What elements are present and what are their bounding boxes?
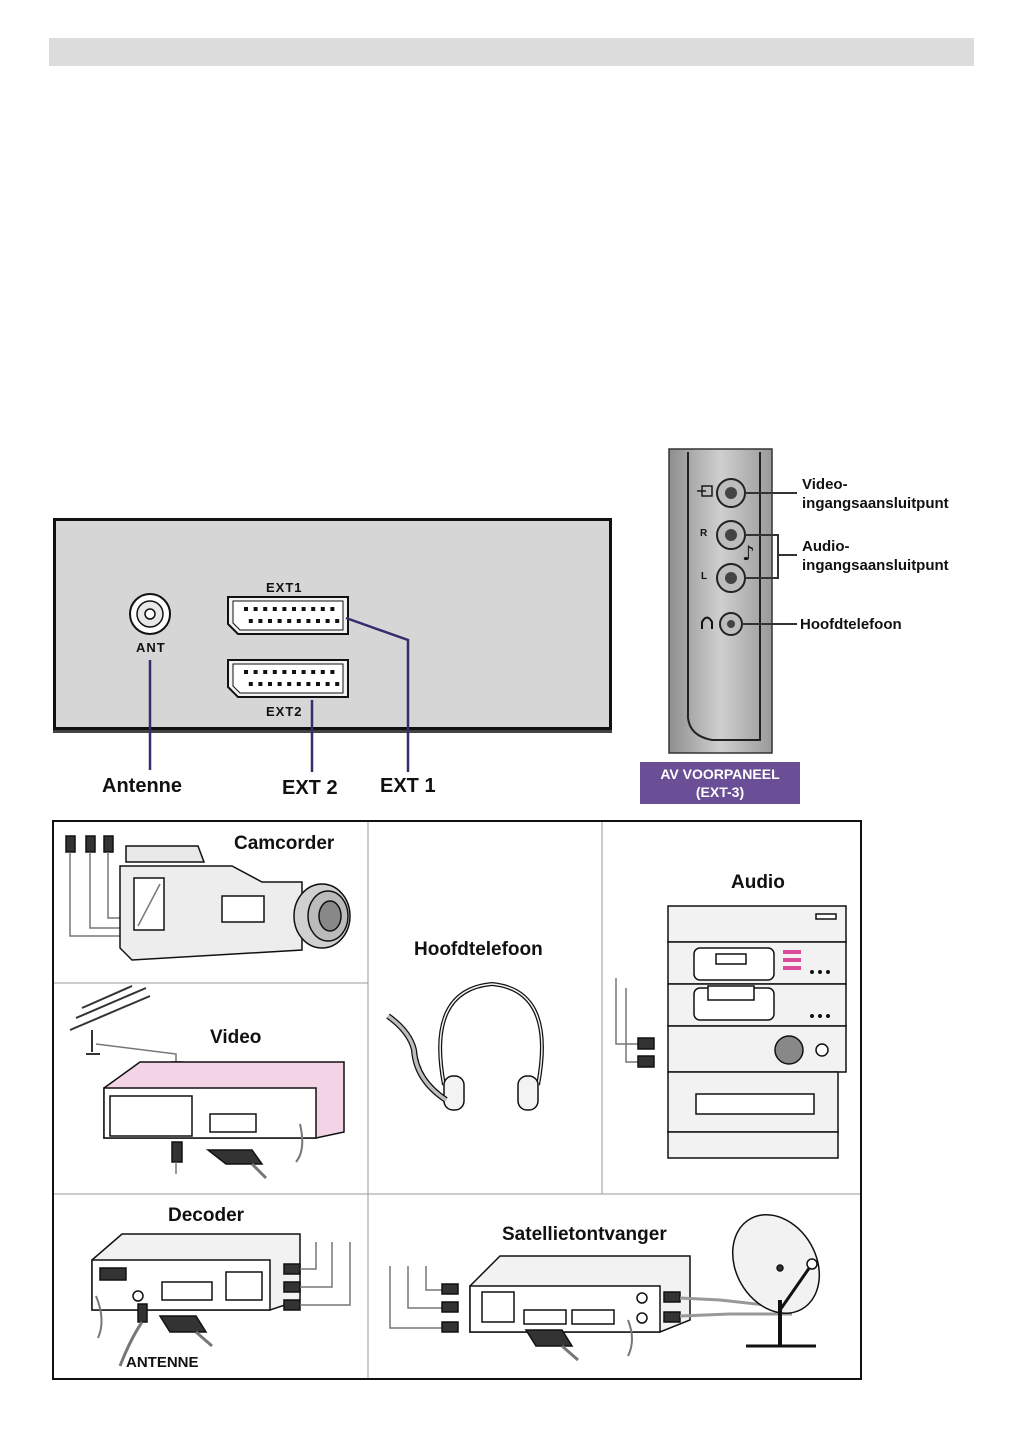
headphones-icon — [388, 984, 542, 1110]
satellite-dish-icon — [680, 1199, 837, 1346]
camcorder-label: Camcorder — [234, 833, 334, 855]
video-label: Video — [210, 1027, 261, 1049]
hifi-stack-icon — [616, 906, 846, 1158]
decoder-icon — [92, 1234, 350, 1366]
satellite-label: Satellietontvanger — [502, 1224, 667, 1246]
satellite-receiver-icon — [390, 1256, 690, 1360]
headphones-label: Hoofdtelefoon — [414, 939, 543, 961]
vcr-icon — [70, 986, 344, 1178]
audio-label: Audio — [731, 872, 785, 894]
decoder-antenna-label: ANTENNE — [126, 1354, 199, 1371]
decoder-label: Decoder — [168, 1205, 244, 1227]
